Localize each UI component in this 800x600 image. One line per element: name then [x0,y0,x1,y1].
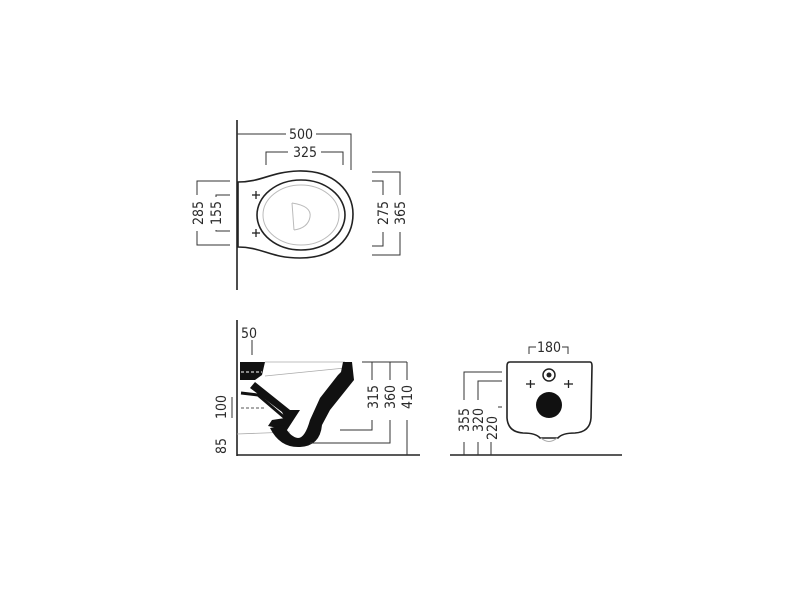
top-view: 500 325 285 155 275 365 [191,120,409,290]
drain-outline [291,202,311,231]
dim-left-outer: 285 [191,201,207,225]
front-view: 180 355 320 220 [450,340,622,456]
dim-height-2: 320 [471,408,487,432]
dim-width-total: 500 [289,127,313,143]
dim-height-3: 410 [400,385,416,409]
dim-right-outer: 365 [393,201,409,225]
bowl-front-wall [270,362,354,448]
dim-left-inner: 155 [209,201,225,225]
dim-bolt-spacing: 180 [537,340,561,356]
dim-right-inner: 275 [376,201,392,225]
dim-outlet-height: 85 [214,438,230,454]
bowl-opening [262,184,340,246]
bolt-hole-icon [252,191,260,237]
dim-height-1: 355 [457,408,473,432]
dim-inlet-height: 100 [214,395,230,419]
dim-top-offset: 50 [241,326,257,342]
seat-outline [256,179,346,251]
dim-height-1: 315 [366,385,382,409]
rim-back [240,362,265,380]
drain-hole [536,392,562,418]
dim-width-seat: 325 [293,145,317,161]
bowl-back-wall [250,382,300,430]
dim-height-2: 360 [383,385,399,409]
side-view: 50 100 85 315 360 410 [214,320,420,456]
bolt-hole-icon [526,380,573,388]
dim-height-3: 220 [485,416,501,440]
